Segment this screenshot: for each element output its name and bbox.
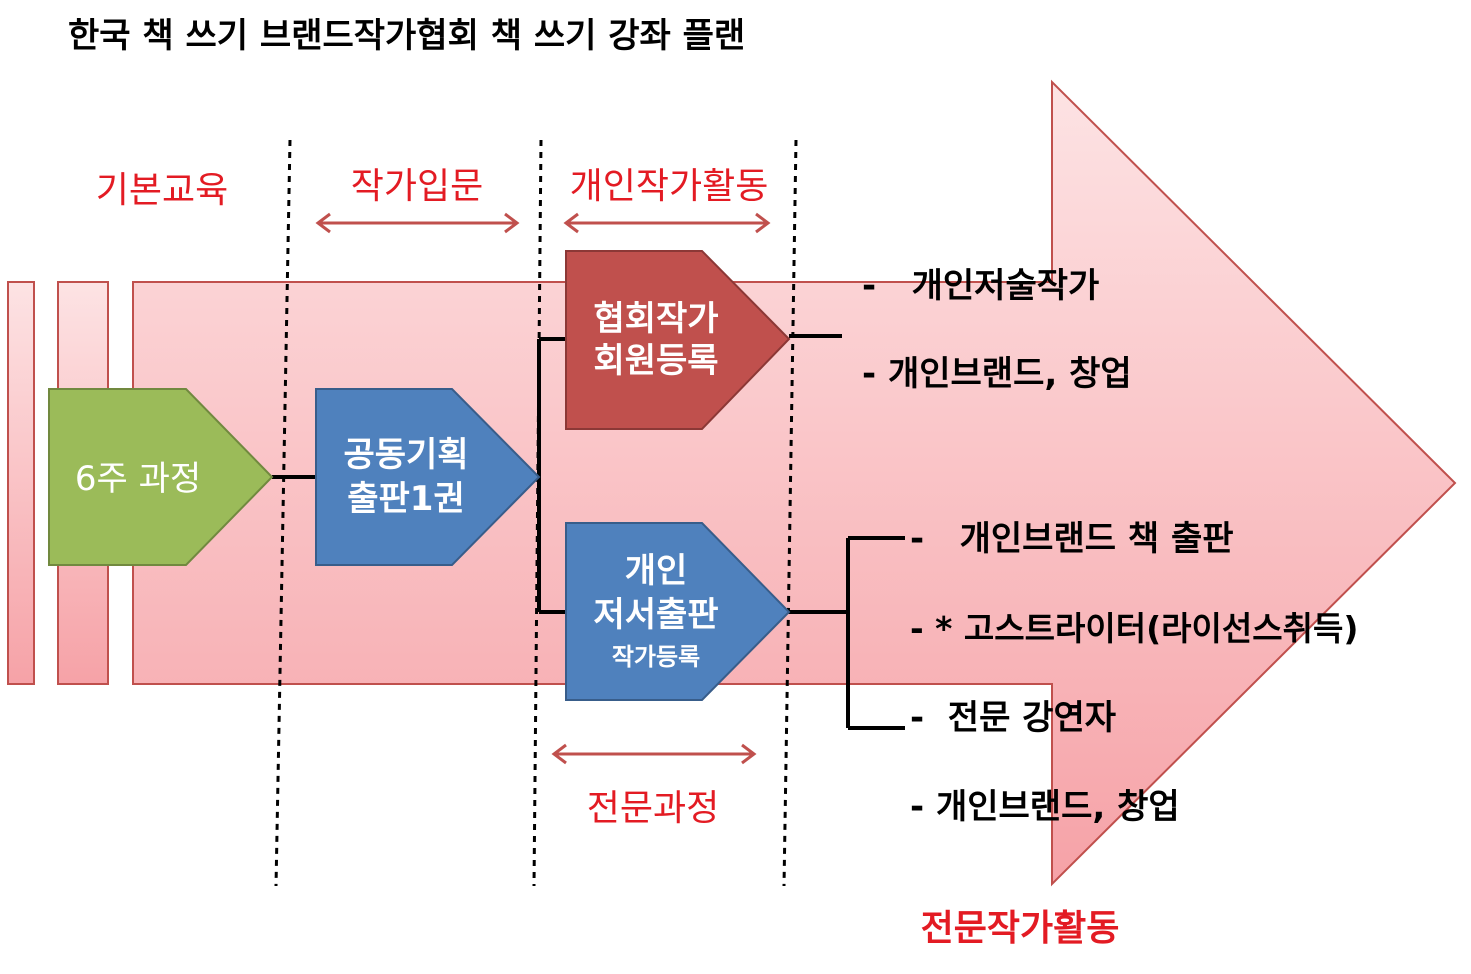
divider-line-1 bbox=[274, 139, 292, 887]
outcome-bottom-3: - 전문 강연자 bbox=[910, 698, 1116, 738]
outcome-top-2: - 개인브랜드, 창업 bbox=[862, 354, 1132, 394]
personal-publication-line2: 저서출판 bbox=[593, 595, 718, 635]
outcome-bottom-2: - * 고스트라이터(라이선스취득) bbox=[910, 609, 1358, 648]
association-member-line1: 협회작가 bbox=[593, 299, 718, 339]
stage-label-intro: 작가입문 bbox=[351, 166, 483, 207]
left-bar-1 bbox=[7, 281, 35, 685]
outcome-bottom-1: - 개인브랜드 책 출판 bbox=[910, 519, 1234, 559]
association-member-line2: 회원등록 bbox=[593, 341, 718, 381]
stage-label-personal: 개인작가활동 bbox=[570, 166, 769, 207]
page-title: 한국 책 쓰기 브랜드작가협회 책 쓰기 강좌 플랜 bbox=[68, 16, 745, 56]
range-arrow-intro bbox=[315, 212, 520, 234]
association-member-box bbox=[565, 250, 791, 430]
personal-publication-box bbox=[565, 522, 791, 701]
personal-publication-line3: 작가등록 bbox=[612, 643, 700, 671]
big-arrow bbox=[132, 79, 1457, 887]
outcome-top-1: - 개인저술작가 bbox=[862, 266, 1099, 306]
six-week-course-label: 6주 과정 bbox=[75, 459, 201, 499]
range-arrow-professional bbox=[551, 743, 757, 765]
stage-label-professional: 전문과정 bbox=[587, 788, 719, 829]
six-week-course-box bbox=[48, 388, 274, 566]
connector-lines bbox=[272, 334, 905, 730]
stage-label-expert: 전문작가활동 bbox=[921, 908, 1120, 949]
divider-line-3 bbox=[782, 139, 798, 887]
joint-publication-line2: 출판1권 bbox=[347, 479, 465, 519]
personal-publication-line1: 개인 bbox=[625, 551, 688, 591]
outcome-bottom-4: - 개인브랜드, 창업 bbox=[910, 787, 1180, 827]
stage-label-basic: 기본교육 bbox=[96, 170, 228, 211]
joint-publication-box bbox=[315, 388, 541, 566]
range-arrow-personal bbox=[563, 212, 771, 234]
joint-publication-line1: 공동기획 bbox=[343, 435, 468, 475]
